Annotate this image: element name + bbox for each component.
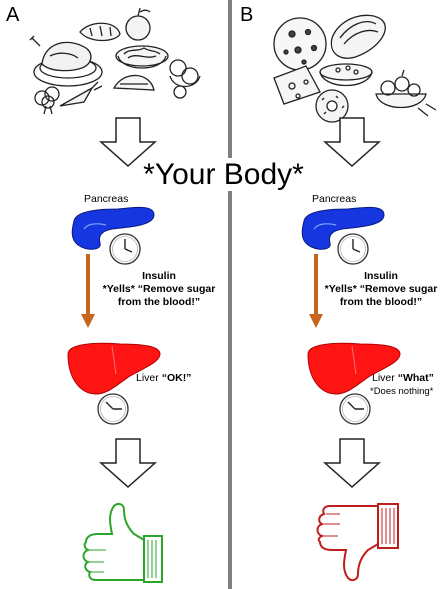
liver-reply: “What” (397, 372, 434, 384)
healthy-food-illustration (29, 7, 201, 115)
center-divider (228, 0, 232, 589)
insulin-message-b: Insulin *Yells* “Remove sugar from the b… (318, 270, 444, 309)
insulin-arrow-b (309, 254, 323, 328)
liver-response-b: Liver “What” (372, 372, 434, 385)
pancreas-label-b: Pancreas (312, 193, 357, 205)
liver-icon (307, 342, 401, 395)
down-arrow-top-b (323, 117, 381, 168)
clock-icon (97, 393, 129, 425)
title-text: *Your Body* (139, 158, 308, 191)
insulin-title: Insulin (364, 270, 398, 282)
liver-label: Liver (372, 372, 395, 384)
insulin-arrow-a (81, 254, 95, 328)
panel-letter-a: A (6, 4, 20, 26)
liver-response-a: Liver “OK!” (136, 372, 191, 385)
clock-icon (339, 393, 371, 425)
clock-icon (337, 233, 369, 265)
liver-reply: “OK!” (161, 372, 192, 384)
insulin-line-2: from the blood!” (339, 296, 423, 308)
insulin-line-1: *Yells* “Remove sugar (102, 283, 216, 295)
insulin-message-a: Insulin *Yells* “Remove sugar from the b… (96, 270, 222, 309)
pancreas-icon (71, 206, 155, 250)
liver-note-b: *Does nothing* (370, 386, 434, 397)
insulin-line-2: from the blood!” (117, 296, 201, 308)
insulin-line-1: *Yells* “Remove sugar (324, 283, 438, 295)
thumbs-down-icon (316, 503, 399, 582)
pancreas-icon (301, 206, 385, 250)
clock-icon (109, 233, 141, 265)
liver-icon (67, 342, 161, 395)
insulin-title: Insulin (142, 270, 176, 282)
pancreas-label-a: Pancreas (84, 193, 129, 205)
panel-letter-b: B (240, 4, 254, 26)
down-arrow-bottom-a (99, 438, 157, 489)
diagram-title: *Your Body* (0, 158, 447, 192)
down-arrow-top-a (99, 117, 157, 168)
junk-food-illustration (273, 14, 437, 123)
down-arrow-bottom-b (323, 438, 381, 489)
liver-label: Liver (136, 372, 159, 384)
thumbs-up-icon (82, 502, 163, 583)
